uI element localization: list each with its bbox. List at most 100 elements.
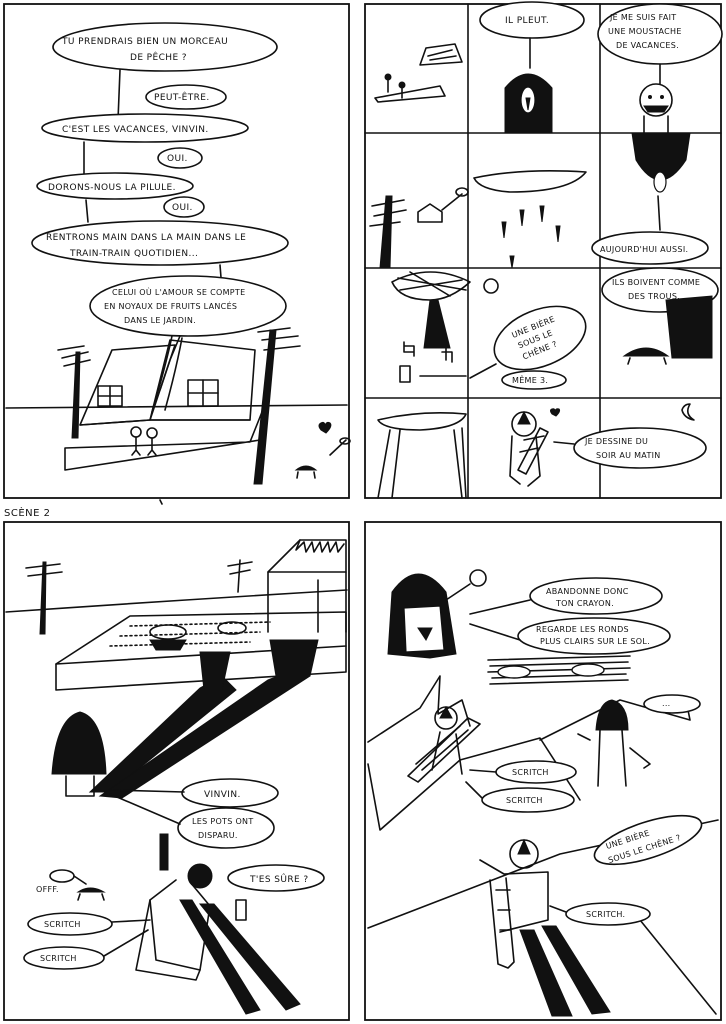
bubble-text: LES POTS ONT xyxy=(192,817,254,826)
turtle-small xyxy=(49,869,106,901)
bubble-text: TRAIN-TRAIN QUOTIDIEN... xyxy=(69,249,198,259)
page-1-frame xyxy=(3,3,350,499)
panel-hill-scene xyxy=(374,43,463,103)
panel-oak-tree xyxy=(391,271,471,383)
speech-bubble: VINVIN. xyxy=(181,778,279,808)
bubble-text: CELUI OÙ L'AMOUR SE COMPTE xyxy=(112,286,245,297)
panel-table xyxy=(377,412,467,499)
bubble-tail xyxy=(109,793,181,825)
speech-bubble: TU PRENDRAIS BIEN UN MORCEAU DE PÊCHE ? xyxy=(52,22,278,72)
panel-mustache: JE ME SUIS FAIT UNE MOUSTACHE DE VACANCE… xyxy=(597,3,723,134)
speech-bubble: UNE BIÈRE SOUS LE CHÊNE ? xyxy=(593,814,703,866)
speech-bubble: OUI. xyxy=(157,147,203,169)
bubble-tail xyxy=(111,919,151,923)
speech-bubble: SCRITCH. xyxy=(565,902,651,926)
heart-icon xyxy=(318,421,332,434)
speech-bubble: C'EST LES VACANCES, VINVIN. xyxy=(41,113,249,143)
bubble-text: REGARDE LES RONDS xyxy=(536,625,629,634)
bubble-text: MÊME 3. xyxy=(512,374,548,385)
horizon-line xyxy=(5,589,348,613)
bubble-text: ... xyxy=(662,699,671,708)
bubble-text: TON CRAYON. xyxy=(555,599,614,608)
bubble-tail xyxy=(109,789,185,793)
bubble-text: SOIR AU MATIN xyxy=(596,451,661,460)
horizon-line xyxy=(5,404,348,409)
bubble-tail xyxy=(469,599,531,615)
tree-right xyxy=(253,327,301,485)
bubble-text: ILS BOIVENT COMME xyxy=(612,278,700,287)
bubble-text: PLUS CLAIRS SUR LE SOL. xyxy=(540,637,650,646)
bubble-text: OUI. xyxy=(172,203,193,213)
standing-figure-right xyxy=(577,699,651,787)
turtle-icon xyxy=(294,465,318,471)
bubble-tail xyxy=(469,769,497,773)
sound-effect: OFFF. xyxy=(36,885,59,894)
speech-bubble: PEUT-ÊTRE. xyxy=(145,84,227,110)
hatched-table xyxy=(487,655,631,685)
stroke xyxy=(329,439,347,456)
speech-bubble: REGARDE LES RONDS PLUS CLAIRS SUR LE SOL… xyxy=(517,617,671,655)
ball-icon xyxy=(339,437,351,445)
bubble-text: DANS LE JARDIN. xyxy=(124,316,196,325)
turtle-legs xyxy=(296,471,316,479)
speech-bubble: LES POTS ONT DISPARU. xyxy=(177,807,275,849)
bubble-text: RENTRONS MAIN DANS LA MAIN DANS LE xyxy=(46,233,246,243)
panel-drinking: ILS BOIVENT COMME DES TROUS. xyxy=(601,267,719,365)
bubble-tail xyxy=(549,905,567,913)
bubble-text: UNE MOUSTACHE xyxy=(608,27,682,36)
bubble-text: TU PRENDRAIS BIEN UN MORCEAU xyxy=(61,37,228,47)
dark-beams xyxy=(88,639,319,799)
signpost-left xyxy=(25,561,63,635)
scene-label: SCÈNE 2 xyxy=(4,506,51,519)
bubble-text: DE PÊCHE ? xyxy=(130,51,187,63)
bubble-text: SCRITCH. xyxy=(586,910,625,919)
bubble-text: JE DESSINE DU xyxy=(584,437,648,446)
page-3: SCÈNE 2 xyxy=(3,506,350,1021)
bubble-tail xyxy=(469,623,521,641)
page-4-frame xyxy=(364,521,722,1021)
bubble-text: JE ME SUIS FAIT xyxy=(609,13,676,22)
bubble-text: C'EST LES VACANCES, VINVIN. xyxy=(62,125,209,135)
bubble-text: VINVIN. xyxy=(204,790,241,800)
bubble-text: SCRITCH xyxy=(506,796,543,805)
hooded-figure xyxy=(387,569,487,659)
panel-drawing-figure xyxy=(509,408,561,487)
table-platform xyxy=(55,611,347,691)
speech-bubble: T'ES SÛRE ? xyxy=(227,864,325,892)
panel-beer-question: UNE BIÈRE SOUS LE CHÊNE ? MÊME 3. xyxy=(469,278,587,390)
bubble-text: IL PLEUT. xyxy=(505,16,549,26)
speech-bubble: OUI. xyxy=(163,196,205,218)
speech-bubble: SCRITCH xyxy=(481,787,575,813)
hooded-figure xyxy=(51,711,107,797)
ground-lines xyxy=(367,675,691,743)
speech-bubble: SCRITCH xyxy=(27,912,113,936)
bubble-text: DISPARU. xyxy=(198,831,238,840)
speech-bubble: DORONS-NOUS LA PILULE. xyxy=(36,172,194,200)
speech-bubble: RENTRONS MAIN DANS LA MAIN DANS LE TRAIN… xyxy=(31,220,289,266)
bubble-text: DE VACANCES. xyxy=(616,41,679,50)
house-right xyxy=(267,539,347,633)
bubble-text: DES TROUS. xyxy=(628,292,680,301)
panel-upside-down: AUJOURD'HUI AUSSI. xyxy=(591,132,709,265)
page-4: ABANDONNE DONC TON CRAYON. REGARDE LES R… xyxy=(364,521,722,1021)
bubble-text: T'ES SÛRE ? xyxy=(249,873,309,885)
bubble-tail xyxy=(465,781,483,799)
page-1: TU PRENDRAIS BIEN UN MORCEAU DE PÊCHE ? … xyxy=(3,3,351,499)
panel-tree-house xyxy=(369,187,469,269)
bubble-text: SCRITCH xyxy=(512,768,549,777)
panel-night-bubble: JE DESSINE DU SOIR AU MATIN xyxy=(553,403,707,469)
speech-bubble: ABANDONNE DONC TON CRAYON. xyxy=(529,577,663,615)
table-edge xyxy=(639,919,717,1015)
bubble-text: EN NOYAUX DE FRUITS LANCÉS xyxy=(104,300,237,311)
page-3-frame xyxy=(3,521,350,1021)
panel-rain-cloud xyxy=(473,170,587,269)
bubble-text: AUJOURD'HUI AUSSI. xyxy=(600,245,688,254)
moon-icon xyxy=(681,403,695,421)
house-drawing xyxy=(64,335,263,471)
drawing-figure-bottom xyxy=(479,838,611,1017)
page-2: IL PLEUT. JE ME SUIS FAIT UNE MOUSTACHE … xyxy=(364,1,723,499)
couple-figures xyxy=(130,426,158,456)
drawing-figure xyxy=(135,833,301,1015)
speech-bubble: SCRITCH xyxy=(23,946,105,970)
